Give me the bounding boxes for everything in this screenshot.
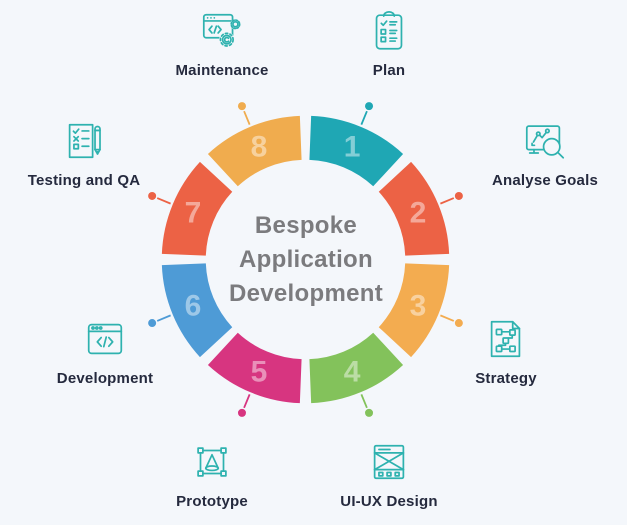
wheel-connector-dot-5 bbox=[237, 408, 246, 417]
node-prototype: Prototype bbox=[137, 439, 287, 511]
wheel-segment-4 bbox=[308, 332, 404, 404]
wheel-segment-number-1: 1 bbox=[344, 131, 361, 164]
node-label-strategy: Strategy bbox=[475, 370, 537, 387]
center-title-line: Development bbox=[228, 280, 383, 307]
node-maintenance: Maintenance bbox=[147, 8, 297, 80]
wheel-connector-2 bbox=[440, 197, 455, 205]
wheel-connector-dot-2 bbox=[454, 191, 463, 200]
node-plan: Plan bbox=[314, 8, 464, 80]
wheel-segment-number-4: 4 bbox=[344, 355, 361, 388]
node-strategy: Strategy bbox=[431, 316, 581, 388]
wheel-connector-5 bbox=[243, 394, 251, 409]
wheel-connector-dot-1 bbox=[365, 102, 374, 111]
wheel-segment-6 bbox=[161, 262, 233, 358]
wheel-connector-8 bbox=[243, 110, 251, 125]
wheel-segment-3 bbox=[378, 262, 450, 358]
wheel-connector-dot-3 bbox=[454, 319, 463, 328]
node-label-plan: Plan bbox=[372, 62, 406, 79]
wheel-connector-dot-6 bbox=[148, 319, 157, 328]
wheel-center-title: Bespoke Application Development bbox=[190, 209, 422, 311]
node-label-prototype: Prototype bbox=[176, 493, 248, 510]
wheel-connector-dot-4 bbox=[365, 408, 374, 417]
node-uiux-design: UI-UX Design bbox=[314, 439, 464, 511]
clipboard-checklist-icon bbox=[314, 8, 464, 54]
wheel-segment-number-7: 7 bbox=[185, 196, 202, 229]
node-label-uiux-design: UI-UX Design bbox=[340, 493, 438, 510]
node-testing-qa: Testing and QA bbox=[9, 118, 159, 190]
node-label-development: Development bbox=[56, 370, 154, 387]
wheel-segment-number-3: 3 bbox=[410, 290, 427, 323]
center-title-line: Bespoke bbox=[254, 212, 358, 239]
node-analyse-goals: Analyse Goals bbox=[470, 118, 620, 190]
wheel-segment-number-2: 2 bbox=[410, 196, 427, 229]
wheel-connector-dot-7 bbox=[148, 191, 157, 200]
wheel-segment-number-5: 5 bbox=[251, 355, 268, 388]
wheel-connector-4 bbox=[360, 394, 368, 409]
checklist-pen-icon bbox=[9, 118, 159, 164]
wheel-connector-6 bbox=[156, 314, 171, 322]
center-title-line: Application bbox=[239, 246, 373, 273]
wheel-connector-dot-8 bbox=[237, 102, 246, 111]
wheel-segment-1 bbox=[308, 115, 404, 187]
cone-selection-icon bbox=[137, 439, 287, 485]
monitor-magnifier-icon bbox=[470, 118, 620, 164]
wheel-segment-5 bbox=[207, 332, 303, 404]
node-label-maintenance: Maintenance bbox=[175, 62, 269, 79]
wheel-segment-2 bbox=[378, 161, 450, 257]
wheel-connector-1 bbox=[360, 110, 368, 125]
node-label-analyse-goals: Analyse Goals bbox=[492, 172, 598, 189]
wheel-connector-7 bbox=[156, 197, 171, 205]
wheel-segment-number-6: 6 bbox=[185, 290, 202, 323]
wireframe-icon bbox=[314, 439, 464, 485]
wheel-segment-number-8: 8 bbox=[251, 131, 268, 164]
window-gears-icon bbox=[147, 8, 297, 54]
wheel-segment-7 bbox=[161, 161, 233, 257]
node-label-testing-qa: Testing and QA bbox=[27, 172, 141, 189]
wheel-connector-3 bbox=[440, 314, 455, 322]
code-window-icon bbox=[30, 316, 180, 362]
flowchart-document-icon bbox=[431, 316, 581, 362]
node-development: Development bbox=[30, 316, 180, 388]
wheel-segment-8 bbox=[207, 115, 303, 187]
